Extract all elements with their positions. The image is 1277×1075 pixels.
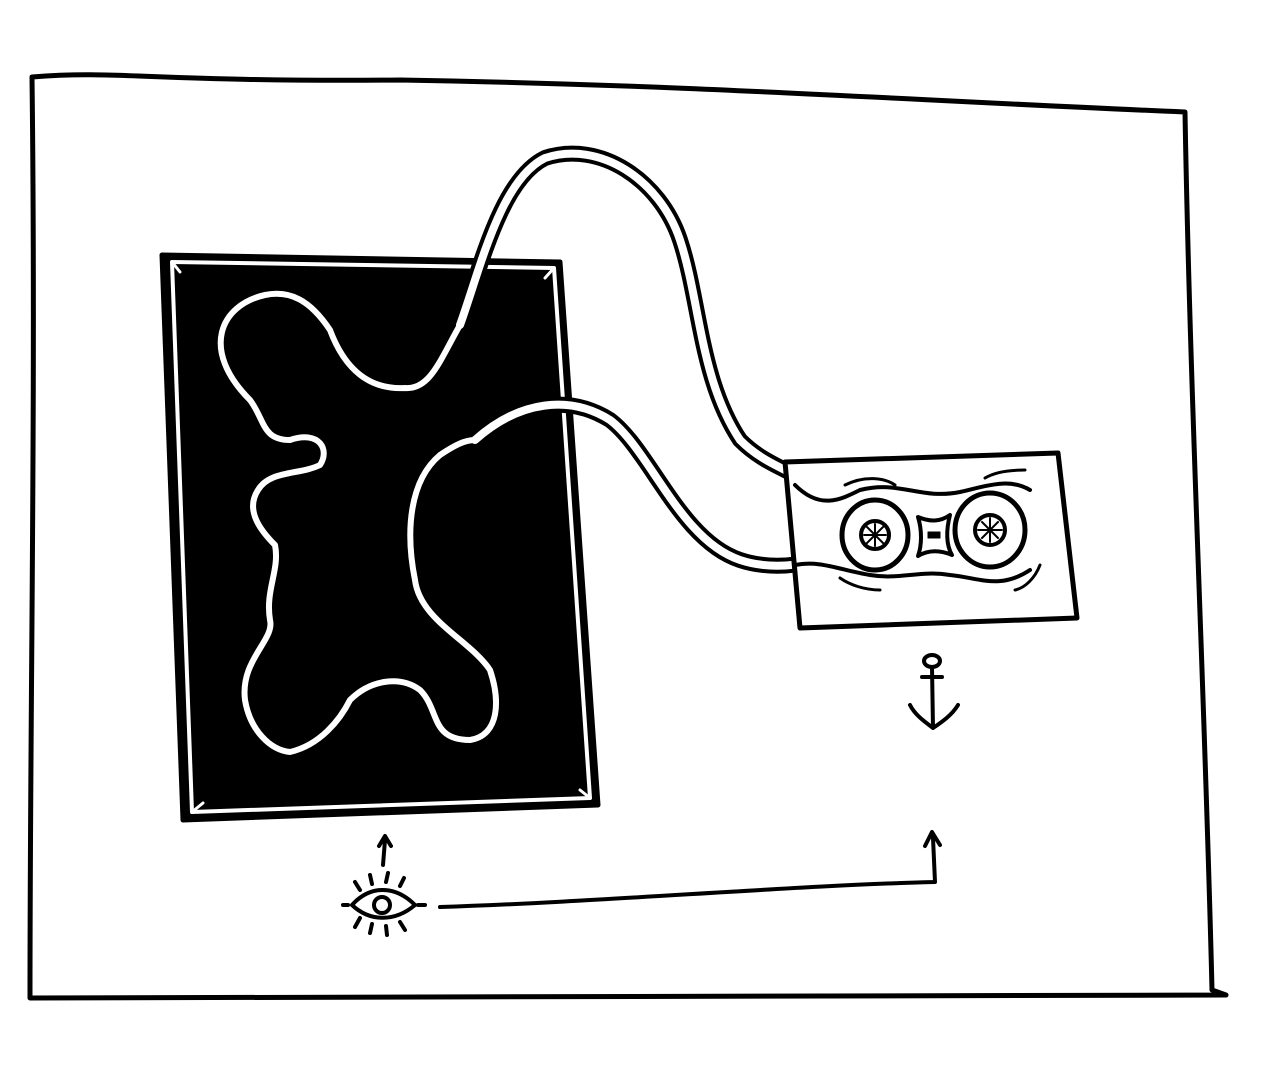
white-loop [217,290,499,755]
connector-arrow [438,830,942,909]
cassette-tape-icon [782,450,1080,631]
outer-frame [27,72,1229,1001]
eye-icon [341,871,427,937]
anchor-icon [908,653,960,730]
black-panel [159,252,601,823]
arrow-up-icon [377,834,393,867]
